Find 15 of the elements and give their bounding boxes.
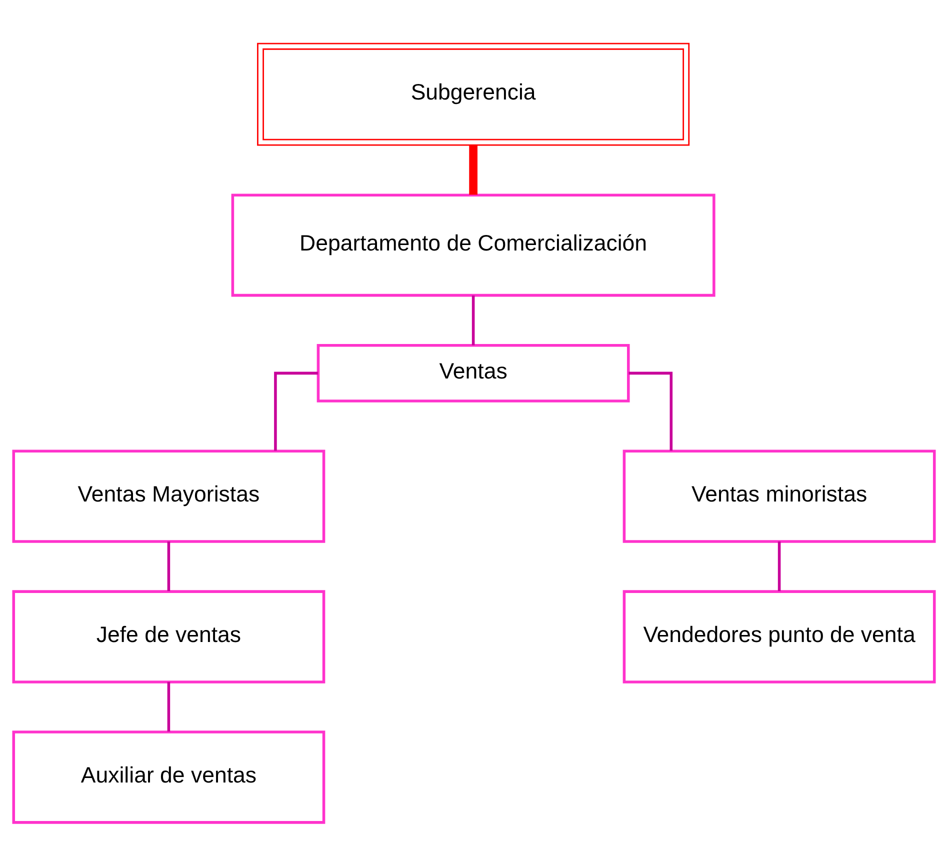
- node-box: Subgerencia: [257, 42, 690, 146]
- node-box: Departamento de Comercialización: [231, 193, 716, 296]
- connector: [778, 541, 781, 591]
- connector: [472, 294, 475, 345]
- connector: [167, 541, 170, 591]
- node-box: Ventas minoristas: [622, 449, 936, 542]
- node-box: Jefe de ventas: [12, 590, 326, 683]
- node-box: Auxiliar de ventas: [12, 730, 326, 824]
- connector: [469, 144, 478, 194]
- connector: [274, 371, 318, 450]
- node-box: Ventas Mayoristas: [12, 449, 326, 542]
- connector: [167, 681, 170, 732]
- connector: [628, 371, 673, 450]
- node-box: Ventas: [316, 343, 630, 402]
- node-box: Vendedores punto de venta: [622, 590, 936, 683]
